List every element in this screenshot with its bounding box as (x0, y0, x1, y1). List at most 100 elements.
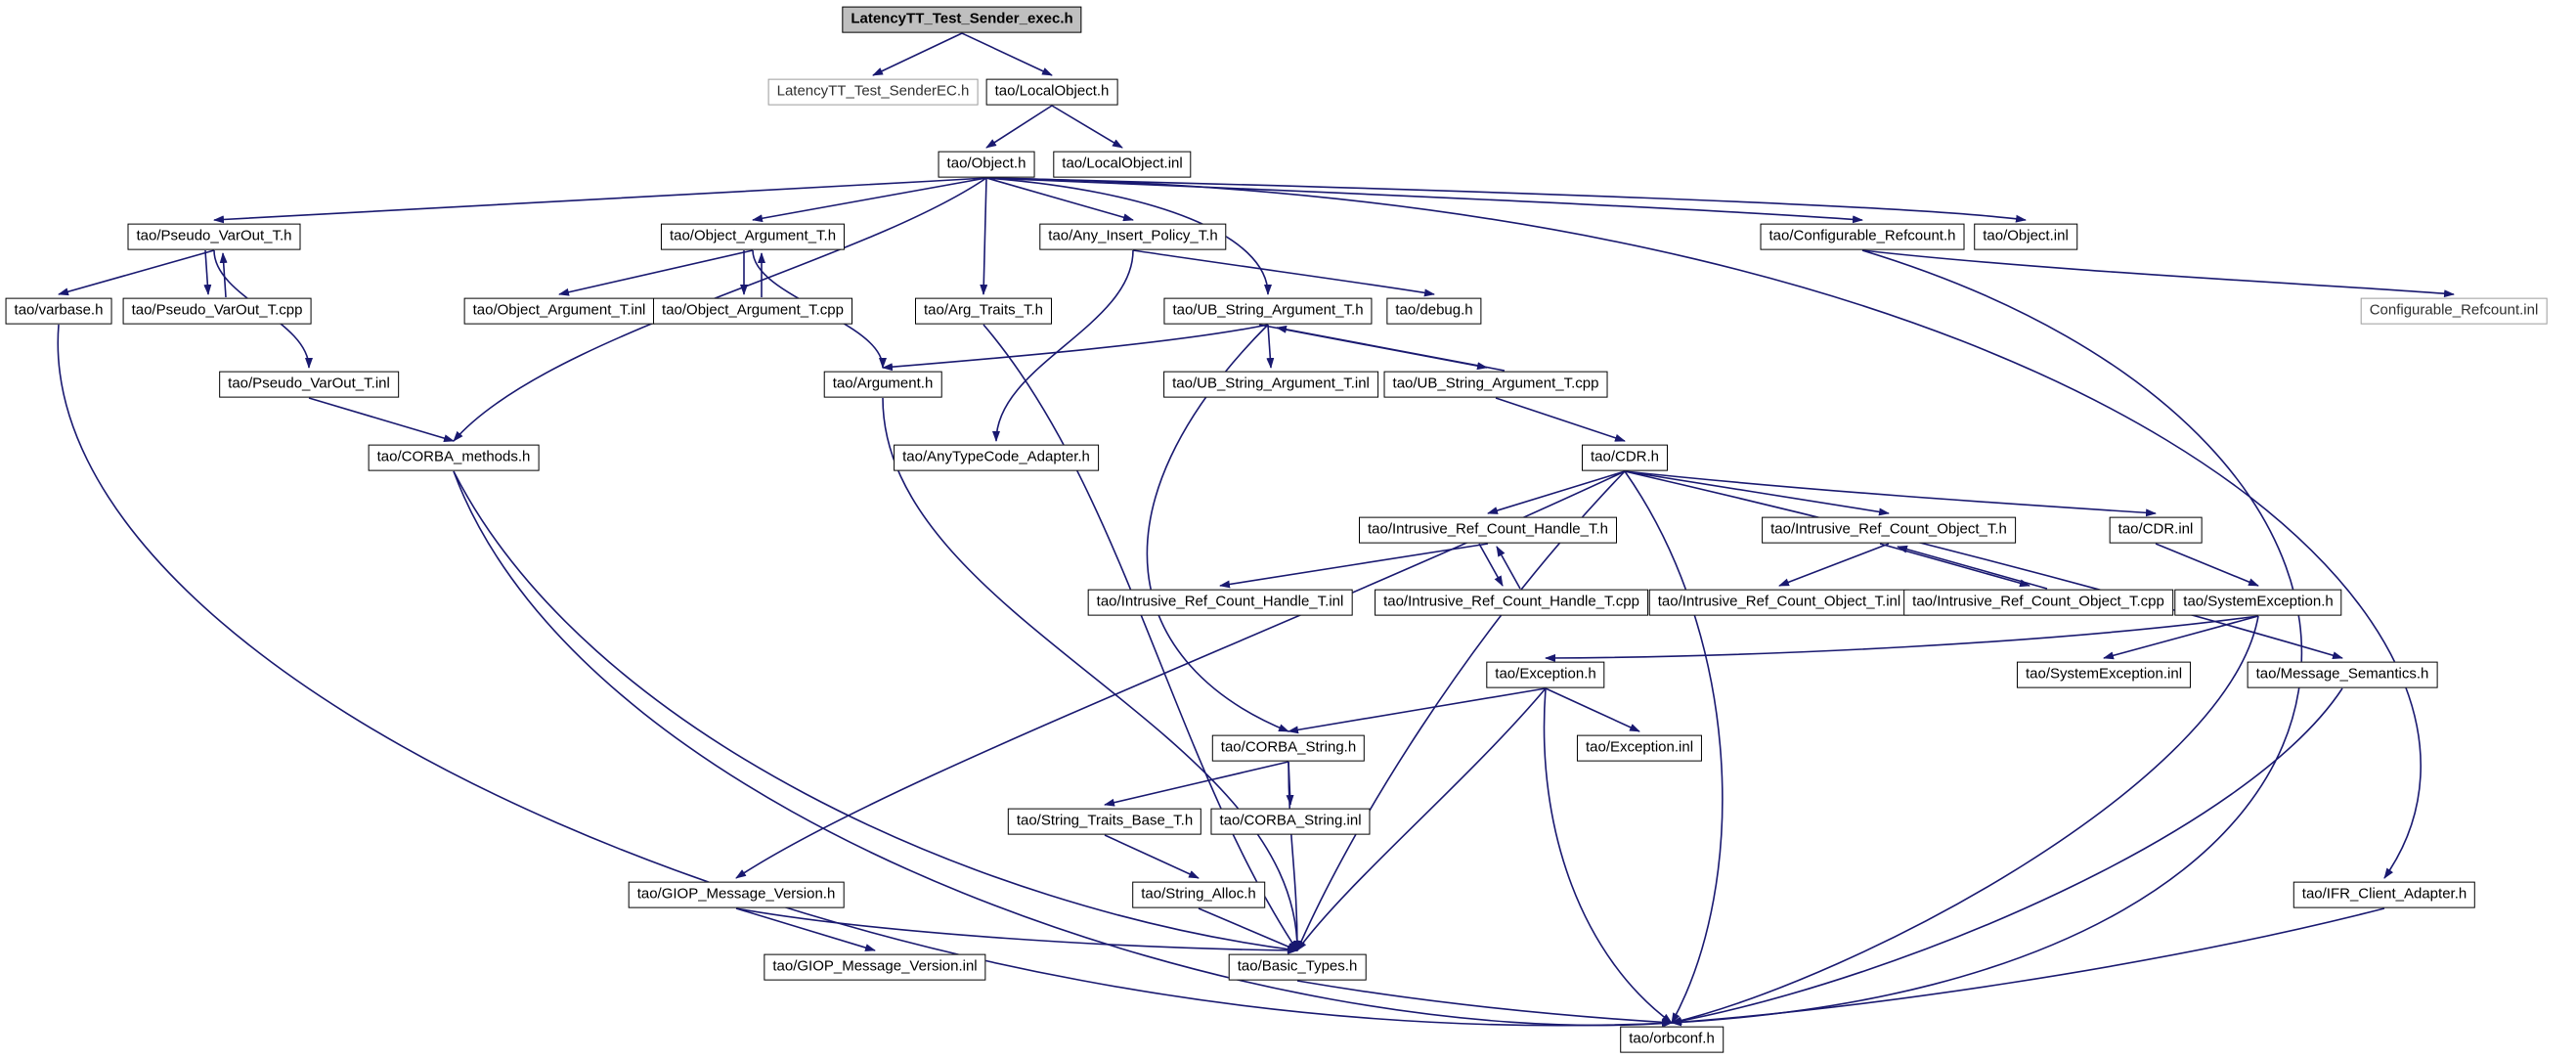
node-cdr_inl[interactable]: tao/CDR.inl (2109, 516, 2203, 544)
edge-corba_string_h-basic_types (1288, 761, 1301, 951)
edge-localobject_h-localobject_inl (1051, 105, 1123, 149)
node-giop_mv_h[interactable]: tao/GIOP_Message_Version.h (628, 881, 845, 908)
node-ub_string_h[interactable]: tao/UB_String_Argument_T.h (1163, 297, 1373, 325)
edge-systemexception_h-orbconf (1671, 615, 2259, 1025)
edge-cdr_h-irch_h (1487, 470, 1626, 514)
node-object_inl[interactable]: tao/Object.inl (1974, 223, 2077, 250)
edge-systemexception_h-exception_h (1545, 615, 2259, 662)
edge-arg_traits-basic_types (982, 324, 1298, 951)
edge-pseudo_varout_inl-corba_methods (308, 397, 455, 442)
node-irco_inl[interactable]: tao/Intrusive_Ref_Count_Object_T.inl (1648, 589, 1910, 616)
edge-irch_h-irch_inl (1219, 543, 1489, 589)
node-basic_types[interactable]: tao/Basic_Types.h (1228, 953, 1367, 981)
edge-varbase-orbconf (57, 324, 1673, 1028)
node-corba_string_inl[interactable]: tao/CORBA_String.inl (1210, 808, 1371, 835)
node-message_semantics[interactable]: tao/Message_Semantics.h (2247, 661, 2438, 688)
node-corba_methods[interactable]: tao/CORBA_methods.h (368, 444, 540, 471)
edge-ifr_client_adapter-orbconf (1671, 907, 2385, 1027)
edge-cdr_h-orbconf (1624, 470, 1724, 1024)
edge-basic_types-orbconf (1296, 980, 1673, 1027)
edge-irch_h-irch_cpp (1478, 543, 1504, 587)
node-senderec: LatencyTT_Test_SenderEC.h (767, 78, 979, 106)
node-localobject_h[interactable]: tao/LocalObject.h (985, 78, 1118, 106)
node-localobject_inl[interactable]: tao/LocalObject.inl (1053, 151, 1192, 178)
node-object_argument_h[interactable]: tao/Object_Argument_T.h (660, 223, 846, 250)
edge-ub_string_cpp-ub_string_h (1276, 325, 1506, 372)
node-giop_mv_inl[interactable]: tao/GIOP_Message_Version.inl (764, 953, 986, 981)
node-configurable_refcount_h[interactable]: tao/Configurable_Refcount.h (1760, 223, 1965, 250)
edge-cdr_h-message_semantics (1624, 470, 2343, 660)
edge-exception_h-corba_string_h (1288, 687, 1547, 734)
edge-configurable_refcount_h-configurable_refcount_inl (1861, 249, 2455, 298)
node-irch_cpp[interactable]: tao/Intrusive_Ref_Count_Handle_T.cpp (1375, 589, 1648, 616)
edge-object_h-ub_string_h (985, 177, 1272, 295)
node-object_h[interactable]: tao/Object.h (938, 151, 1035, 178)
edge-localobject_h-object_h (985, 105, 1053, 149)
edge-object_h-object_argument_h (752, 177, 987, 223)
edge-any_insert_policy-anytypecode_adapter (992, 249, 1134, 442)
node-anytypecode_adapter[interactable]: tao/AnyTypeCode_Adapter.h (894, 444, 1099, 471)
edge-object_h-arg_traits (980, 177, 988, 295)
edge-systemexception_h-systemexception_inl (2103, 615, 2259, 660)
edge-ub_string_cpp-cdr_h (1495, 397, 1626, 442)
edge-string_alloc-basic_types (1198, 907, 1298, 951)
edge-corba_string_h-string_traits_base (1104, 761, 1289, 807)
edge-string_traits_base-string_alloc (1104, 834, 1200, 879)
node-cdr_h[interactable]: tao/CDR.h (1581, 444, 1669, 471)
node-ifr_client_adapter[interactable]: tao/IFR_Client_Adapter.h (2292, 881, 2476, 908)
edge-root-senderec (872, 32, 963, 76)
edge-corba_methods-basic_types (453, 470, 1298, 953)
edge-giop_mv_h-basic_types (735, 907, 1298, 954)
edge-exception_h-exception_inl (1545, 687, 1640, 732)
node-configurable_refcount_inl: Configurable_Refcount.inl (2360, 297, 2548, 325)
node-pseudo_varout_h[interactable]: tao/Pseudo_VarOut_T.h (127, 223, 301, 250)
edge-object_h-configurable_refcount_h (985, 177, 1863, 224)
edge-exception_h-basic_types (1296, 687, 1547, 951)
node-varbase[interactable]: tao/varbase.h (5, 297, 112, 325)
node-exception_h[interactable]: tao/Exception.h (1486, 661, 1605, 688)
edge-irch_cpp-irch_h (1496, 546, 1521, 590)
node-systemexception_h[interactable]: tao/SystemException.h (2174, 589, 2342, 616)
edge-irco_cpp-irco_h (1897, 545, 2048, 590)
node-object_argument_inl[interactable]: tao/Object_Argument_T.inl (463, 297, 655, 325)
node-arg_traits[interactable]: tao/Arg_Traits_T.h (915, 297, 1052, 325)
edge-ub_string_h-ub_string_inl (1266, 324, 1275, 369)
edge-exception_h-orbconf (1543, 687, 1673, 1024)
node-systemexception_inl[interactable]: tao/SystemException.inl (2016, 661, 2192, 688)
node-irco_h[interactable]: tao/Intrusive_Ref_Count_Object_T.h (1762, 516, 2016, 544)
edge-ub_string_h-corba_string_h (1146, 324, 1289, 732)
node-pseudo_varout_inl[interactable]: tao/Pseudo_VarOut_T.inl (219, 371, 399, 398)
edge-object_argument_h-object_argument_inl (558, 249, 754, 296)
node-string_alloc[interactable]: tao/String_Alloc.h (1132, 881, 1265, 908)
node-any_insert_policy[interactable]: tao/Any_Insert_Policy_T.h (1039, 223, 1227, 250)
node-exception_inl[interactable]: tao/Exception.inl (1576, 734, 1703, 762)
edge-root-localobject_h (961, 32, 1053, 76)
edge-pseudo_varout_h-pseudo_varout_cpp (203, 249, 212, 295)
edge-pseudo_varout_h-varbase (58, 249, 215, 296)
edge-corba_methods-orbconf (453, 470, 1673, 1028)
edge-object_h-ifr_client_adapter (985, 177, 2422, 879)
node-debug[interactable]: tao/debug.h (1386, 297, 1482, 325)
edge-object_h-any_insert_policy (985, 177, 1134, 222)
node-root: LatencyTT_Test_Sender_exec.h (842, 6, 1082, 33)
node-pseudo_varout_cpp[interactable]: tao/Pseudo_VarOut_T.cpp (122, 297, 312, 325)
node-irch_h[interactable]: tao/Intrusive_Ref_Count_Handle_T.h (1359, 516, 1617, 544)
edge-cdr_h-basic_types (1296, 470, 1626, 951)
edge-giop_mv_h-giop_mv_inl (735, 907, 876, 951)
edge-ub_string_h-argument_h (882, 324, 1269, 372)
node-object_argument_cpp[interactable]: tao/Object_Argument_T.cpp (653, 297, 852, 325)
edge-irco_h-irco_inl (1778, 543, 1890, 587)
node-irco_cpp[interactable]: tao/Intrusive_Ref_Count_Object_T.cpp (1903, 589, 2173, 616)
node-irch_inl[interactable]: tao/Intrusive_Ref_Count_Handle_T.inl (1087, 589, 1353, 616)
node-ub_string_cpp[interactable]: tao/UB_String_Argument_T.cpp (1383, 371, 1608, 398)
node-ub_string_inl[interactable]: tao/UB_String_Argument_T.inl (1163, 371, 1378, 398)
node-argument_h[interactable]: tao/Argument.h (823, 371, 942, 398)
edge-cdr_h-irco_h (1624, 470, 1890, 516)
node-string_traits_base[interactable]: tao/String_Traits_Base_T.h (1007, 808, 1202, 835)
node-corba_string_h[interactable]: tao/CORBA_String.h (1211, 734, 1366, 762)
node-orbconf[interactable]: tao/orbconf.h (1620, 1026, 1724, 1053)
edge-argument_h-basic_types (882, 397, 1301, 951)
edge-cdr_h-cdr_inl (1624, 470, 2157, 517)
